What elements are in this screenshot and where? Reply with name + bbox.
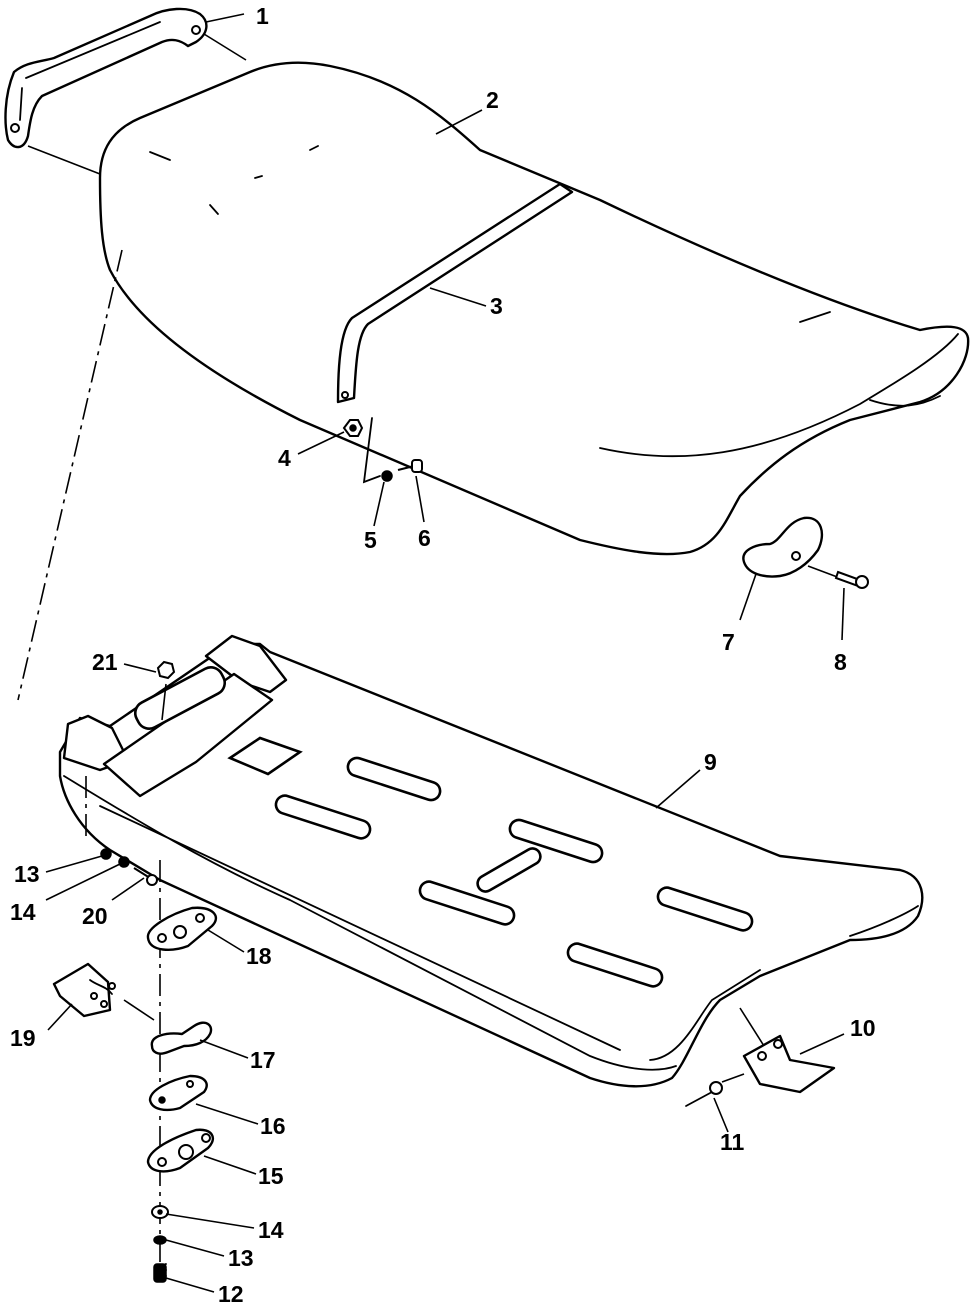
callout-20: 20 xyxy=(82,903,108,929)
callout-12: 12 xyxy=(218,1281,244,1304)
callout-1: 1 xyxy=(256,3,269,29)
callout-8: 8 xyxy=(834,649,847,675)
washer-13-upper xyxy=(100,848,112,860)
grab-handle xyxy=(4,7,208,149)
screw-12 xyxy=(153,1263,167,1283)
callout-7: 7 xyxy=(722,629,735,655)
latch-plate-15 xyxy=(146,1128,215,1173)
callout-16: 16 xyxy=(260,1113,286,1139)
callout-4: 4 xyxy=(278,445,291,471)
latch-cam-17 xyxy=(150,1021,213,1055)
callout-13-lower: 13 xyxy=(228,1245,254,1271)
bolt-8 xyxy=(834,570,869,589)
latch-spring-19 xyxy=(52,962,116,1018)
seat-base-pan xyxy=(58,634,924,1088)
side-bracket-7 xyxy=(742,516,824,578)
washer-14-upper xyxy=(118,856,130,868)
callout-2: 2 xyxy=(486,87,499,113)
nut-21 xyxy=(156,660,176,680)
screw-11 xyxy=(685,1081,723,1107)
callout-17: 17 xyxy=(250,1047,276,1073)
washer-14-lower xyxy=(151,1205,169,1219)
washer-5 xyxy=(381,470,393,482)
callout-9: 9 xyxy=(704,749,717,775)
callout-11: 11 xyxy=(720,1129,745,1155)
seat-strap xyxy=(336,182,574,404)
seat-cushion xyxy=(98,61,970,556)
callout-15: 15 xyxy=(258,1163,284,1189)
latch-plate-18 xyxy=(146,906,218,951)
callout-6: 6 xyxy=(418,525,431,551)
callout-10: 10 xyxy=(850,1015,876,1041)
mount-bracket-10 xyxy=(742,1034,836,1094)
callout-18: 18 xyxy=(246,943,272,969)
callout-14-lower: 14 xyxy=(258,1217,284,1243)
bolt-20 xyxy=(133,867,158,886)
callout-5: 5 xyxy=(364,527,377,553)
screw-6 xyxy=(397,459,423,473)
callout-13-upper: 13 xyxy=(14,861,40,887)
callout-21: 21 xyxy=(92,649,118,675)
callout-3: 3 xyxy=(490,293,503,319)
callout-14-upper: 14 xyxy=(10,899,36,925)
latch-plate-16 xyxy=(148,1074,208,1112)
washer-13-lower xyxy=(153,1235,167,1245)
callout-19: 19 xyxy=(10,1025,36,1051)
nut-4 xyxy=(342,419,364,437)
